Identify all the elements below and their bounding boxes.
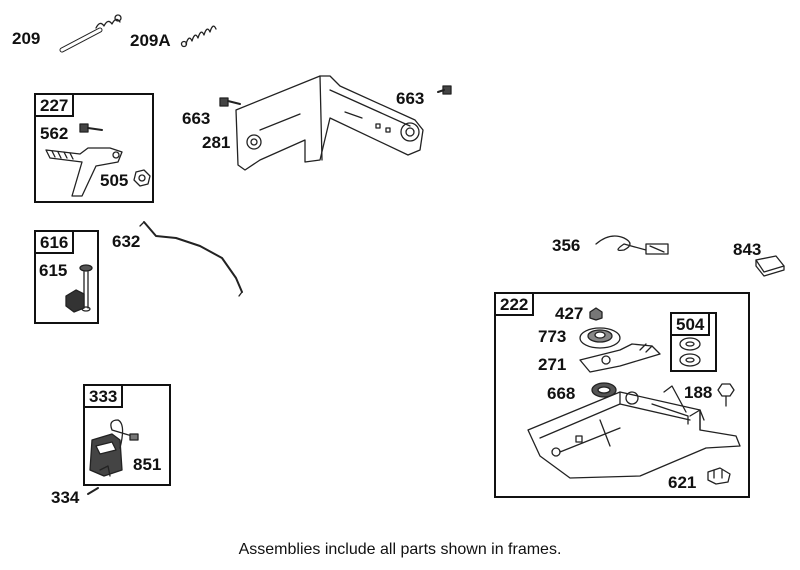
switch-333-drawing [89,419,139,477]
part-label-851: 851 [133,455,162,474]
part-label-334: 334 [51,488,80,507]
part-label-209A: 209A [130,31,171,50]
pin-615-drawing [65,264,93,313]
link-rod-632-drawing [139,221,243,297]
lever-plate-271-drawing [579,343,661,373]
part-label-271: 271 [538,355,567,374]
part-label-188: 188 [684,383,713,402]
frame-504: 504 [670,312,717,372]
assemblies-caption: Assemblies include all parts shown in fr… [238,541,562,558]
part-label-281: 281 [202,133,231,152]
base-plate-222-drawing [527,385,741,479]
frame-227: 227 [34,93,154,203]
spring-rod-209-drawing [59,14,122,53]
part-label-632: 632 [112,232,141,251]
bearing-668-drawing [591,382,617,398]
bolt-663-right-drawing [437,85,452,95]
frame-504-label: 504 [670,312,711,336]
part-label-505: 505 [100,171,129,190]
nut-505-drawing [133,169,151,187]
part-label-663-left: 663 [182,109,211,128]
part-label-562: 562 [40,124,69,143]
frame-333-label: 333 [83,384,124,408]
lever-227-drawing [45,147,123,197]
part-label-843: 843 [733,240,762,259]
nut-427-drawing [589,307,603,321]
frame-222: 222 [494,292,750,498]
part-label-621: 621 [668,473,697,492]
screw-334-drawing [87,487,99,495]
part-label-773: 773 [538,327,567,346]
frame-227-label: 227 [34,93,75,117]
part-label-668: 668 [547,384,576,403]
cable-356-drawing [595,235,669,255]
bolt-188-drawing [717,383,735,407]
spring-209A-drawing [180,25,217,48]
clip-621-drawing [707,467,731,485]
pulley-773-drawing [579,327,621,349]
part-label-663-right: 663 [396,89,425,108]
frame-222-label: 222 [494,292,535,316]
washers-504-drawing [679,337,701,367]
screw-562-drawing [79,123,103,133]
part-label-615: 615 [39,261,68,280]
frame-616-label: 616 [34,230,75,254]
bracket-281-drawing [235,75,424,171]
part-label-427: 427 [555,304,584,323]
frame-616: 616 [34,230,99,324]
part-label-356: 356 [552,236,581,255]
pad-843-drawing [755,255,785,277]
bolt-663-left-drawing [219,97,241,107]
part-label-209: 209 [12,29,41,48]
frame-333: 333 [83,384,171,486]
